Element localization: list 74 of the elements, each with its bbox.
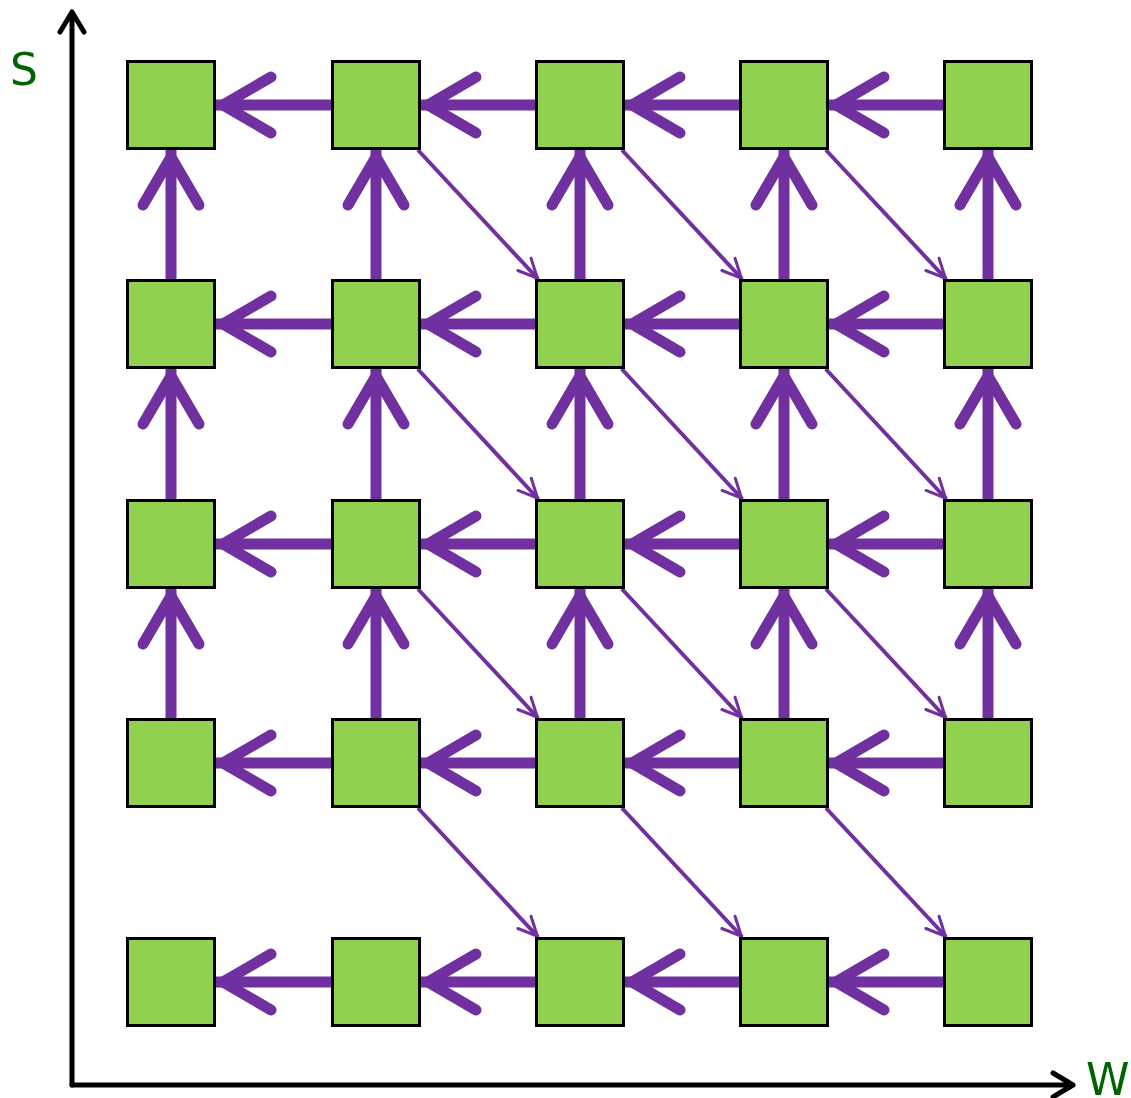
- square-box: [739, 937, 829, 1027]
- square-box: [943, 499, 1033, 589]
- square-box: [943, 60, 1033, 150]
- square-box: [535, 718, 625, 808]
- arrow: [750, 150, 818, 279]
- arrow: [416, 806, 540, 939]
- arrow: [829, 948, 943, 1016]
- arrow: [625, 71, 739, 139]
- arrow: [824, 587, 948, 720]
- square-box: [331, 279, 421, 369]
- square-box: [943, 937, 1033, 1027]
- arrow: [620, 148, 744, 281]
- arrow: [625, 729, 739, 797]
- arrow: [829, 729, 943, 797]
- arrow: [824, 806, 948, 939]
- arrow: [342, 589, 410, 718]
- arrow: [620, 806, 744, 939]
- square-box: [535, 499, 625, 589]
- arrow: [421, 510, 535, 578]
- arrow: [546, 589, 614, 718]
- arrow: [625, 510, 739, 578]
- arrow: [824, 148, 948, 281]
- arrow: [750, 369, 818, 499]
- arrow: [421, 71, 535, 139]
- arrow: [137, 589, 205, 718]
- square-box: [331, 718, 421, 808]
- arrow: [546, 369, 614, 499]
- arrow: [216, 510, 331, 578]
- arrow: [625, 948, 739, 1016]
- arrow: [829, 510, 943, 578]
- arrow: [416, 148, 540, 281]
- square-box: [126, 60, 216, 150]
- arrow: [954, 589, 1022, 718]
- arrow: [954, 369, 1022, 499]
- arrow: [416, 587, 540, 720]
- axis-label: S: [10, 48, 38, 92]
- arrow: [620, 367, 744, 501]
- arrow: [421, 948, 535, 1016]
- square-box: [331, 937, 421, 1027]
- arrow: [750, 589, 818, 718]
- arrow: [620, 587, 744, 720]
- square-box: [535, 937, 625, 1027]
- square-box: [331, 60, 421, 150]
- square-box: [739, 279, 829, 369]
- arrow: [421, 290, 535, 358]
- arrow: [829, 290, 943, 358]
- square-box: [739, 499, 829, 589]
- arrow: [137, 369, 205, 499]
- square-box: [943, 279, 1033, 369]
- square-box: [535, 279, 625, 369]
- square-box: [331, 499, 421, 589]
- arrow: [829, 71, 943, 139]
- arrow: [416, 367, 540, 501]
- arrow: [954, 150, 1022, 279]
- arrow: [216, 290, 331, 358]
- square-box: [535, 60, 625, 150]
- square-box: [126, 937, 216, 1027]
- arrow: [342, 150, 410, 279]
- square-box: [739, 718, 829, 808]
- arrow: [216, 948, 331, 1016]
- arrow: [824, 367, 948, 501]
- square-box: [739, 60, 829, 150]
- axis-label: W: [1086, 1058, 1130, 1098]
- square-box: [126, 499, 216, 589]
- square-box: [126, 279, 216, 369]
- arrow: [137, 150, 205, 279]
- arrow: [216, 71, 331, 139]
- arrow: [625, 290, 739, 358]
- arrow: [546, 150, 614, 279]
- arrow: [342, 369, 410, 499]
- arrow: [216, 729, 331, 797]
- square-box: [126, 718, 216, 808]
- arrow: [421, 729, 535, 797]
- square-box: [943, 718, 1033, 808]
